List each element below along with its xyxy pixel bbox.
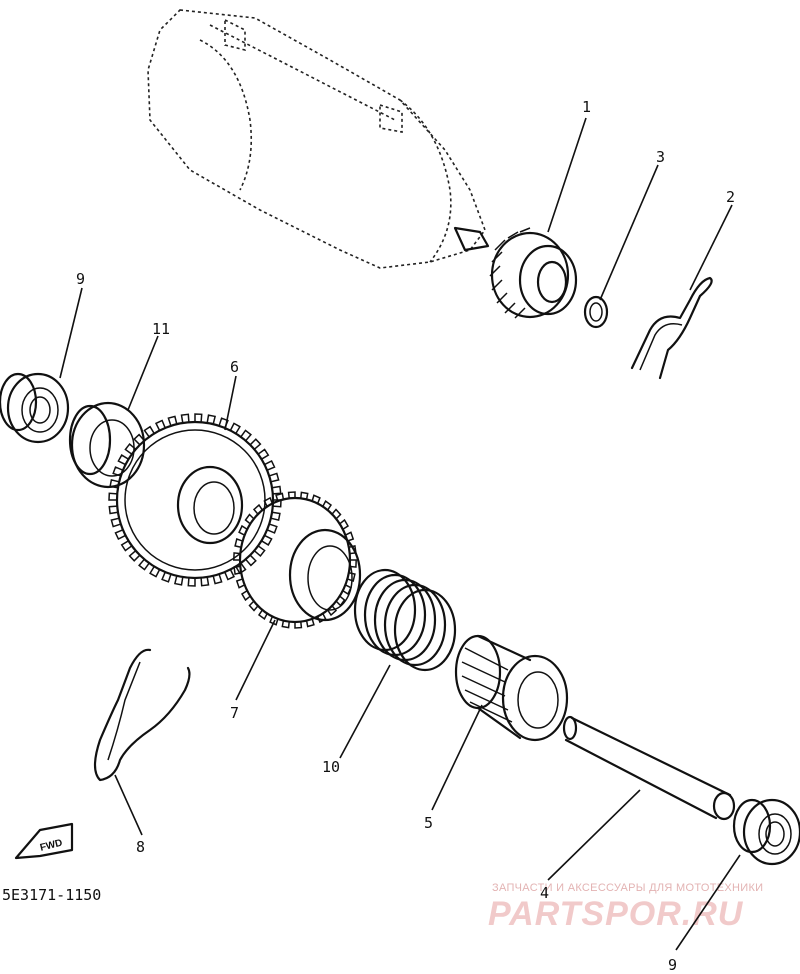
callout-6: 6 (230, 358, 239, 376)
starter-motor (147, 9, 490, 269)
clutch-hub-part-5 (454, 634, 569, 742)
teeth6-teeth (108, 413, 282, 587)
callout-9-left: 9 (76, 270, 85, 288)
callout-5: 5 (424, 814, 433, 832)
watermark-brand: PARTSPOR.RU (488, 895, 744, 933)
forward-direction-badge: FWD (14, 822, 74, 860)
large-gear-part-6 (108, 413, 282, 587)
circlip-part-3 (583, 295, 609, 329)
callout-11: 11 (152, 320, 170, 338)
part-code: 5E3171-1150 (2, 886, 101, 904)
shaft-part-4 (562, 715, 736, 821)
teeth7-teeth (233, 491, 357, 629)
bearing-part-9-left (0, 372, 70, 444)
callout-8: 8 (136, 838, 145, 856)
callout-7: 7 (230, 704, 239, 722)
callout-3: 3 (656, 148, 665, 166)
bearing-part-9-right (732, 798, 800, 866)
pinion-gear-part-1 (489, 227, 578, 319)
callout-1: 1 (582, 98, 591, 116)
callout-2: 2 (726, 188, 735, 206)
fwd-label: FWD (39, 838, 64, 854)
medium-gear-part-7 (233, 491, 362, 629)
wire-clip-part-8 (93, 648, 191, 782)
watermark-caption: ЗАПЧАСТИ И АКСЕССУАРЫ ДЛЯ МОТОТЕХНИКИ (492, 882, 763, 894)
wire-clip-part-2 (630, 276, 713, 380)
callout-10: 10 (322, 758, 340, 776)
spring-part-10 (353, 568, 457, 672)
bushing-part-11 (68, 401, 146, 489)
callout-4: 4 (540, 884, 549, 902)
leader-lines (59, 117, 741, 951)
callout-9-right: 9 (668, 956, 677, 974)
